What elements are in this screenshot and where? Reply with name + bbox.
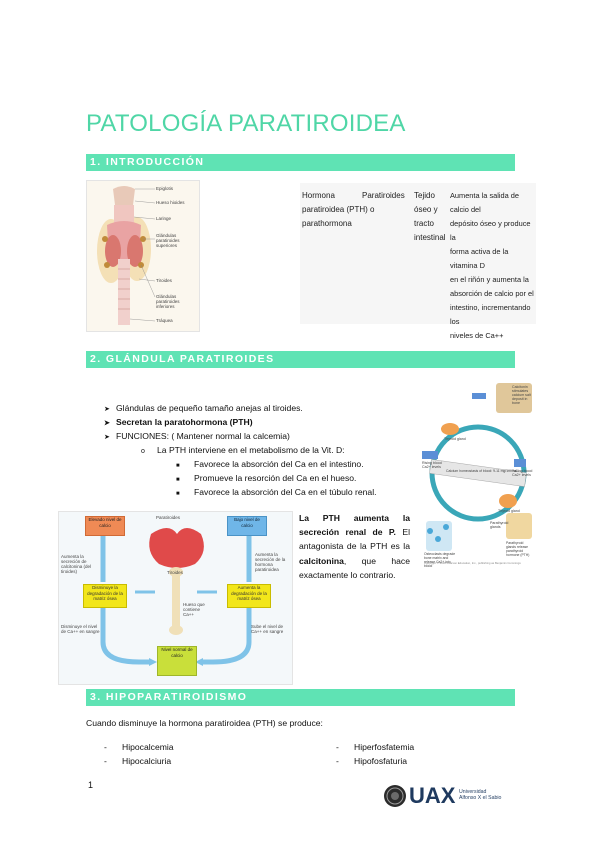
box-disminuye-degradacion: Disminuye la degradación de la matriz ós…: [83, 584, 127, 608]
square-bullet-icon: ■: [176, 477, 180, 483]
uax-logo-sub2: Alfonso X el Sabio: [459, 795, 502, 801]
box-nivel-normal: Nivel normal de calcio: [157, 646, 197, 676]
pth-antagonist-paragraph: La PTH aumenta la secreción renal de P. …: [299, 513, 411, 580]
box-aumenta-degradacion: Aumenta la degradación de la matriz ósea: [227, 584, 271, 608]
anatomy-figure: Epiglotis Hueso hioides Laringe Glándula…: [86, 180, 200, 332]
pth-col-hormona: Hormona paratiroidea (PTH) o parathormon…: [302, 191, 375, 228]
label-sube-nivel: Sube el nivel de Ca++ en sangre: [251, 624, 284, 634]
label-parathyroid: Parathyroid glands: [490, 521, 509, 529]
calcium-regulation-figure: Elevado nivel de calcio Paratiroides Baj…: [58, 511, 293, 685]
bullet-item-1: ➤Glándulas de pequeño tamaño anejas al t…: [104, 402, 303, 417]
subsub-bullet-1: ■Favorece la absorción del Ca en el inte…: [176, 458, 364, 474]
label-tiroides-flow: Tiroides: [167, 570, 183, 575]
section-header-introduccion: 1. INTRODUCCIÓN: [86, 154, 515, 171]
label-glandulas-superiores: Glándulas paratiroides superiores: [156, 233, 180, 248]
label-osteoclasts: Osteoclasts degrade bone matrix and rele…: [424, 552, 456, 568]
page-title: PATOLOGÍA PARATIROIDEA: [86, 110, 406, 137]
subsub-bullet-2: ■Promueve la resorción del Ca en el hues…: [176, 472, 356, 488]
pth-col-accion: Aumenta la salida de calcio del depósito…: [450, 191, 534, 340]
arrow-bullet-icon: ➤: [104, 420, 110, 427]
uax-logo-sub1: Universidad: [459, 789, 487, 795]
uax-logo-text: UAX: [409, 783, 456, 808]
circle-bullet-icon: o: [141, 448, 145, 455]
page-number: 1: [88, 780, 94, 790]
label-homeostasis: Calcium homeostasis of blood: 9-11 mg/10…: [446, 469, 517, 473]
square-bullet-icon: ■: [176, 463, 180, 469]
label-pth-release: Parathyroid glands release parathyroid h…: [506, 541, 530, 557]
label-hueso-hioides: Hueso hioides: [156, 200, 185, 205]
hipo-item-hiperfosfatemia: -Hiperfosfatemia: [336, 742, 415, 752]
box-elevado-calcio: Elevado nivel de calcio: [85, 516, 125, 536]
flow-arrows: [100, 528, 252, 666]
label-disminuye-nivel: Disminuye el nivel de Ca++ en sangre: [61, 624, 100, 634]
calcium-cycle-figure: Calcitonin stimulates calcium salt depos…: [420, 381, 536, 568]
hipo-item-hipocalcemia: -Hipocalcemia: [104, 742, 174, 752]
box-bajo-calcio: Bajo nivel de calcio: [227, 516, 267, 536]
subsub-bullet-3: ■Favorece la absorción del Ca en el túbu…: [176, 486, 377, 502]
bullet-item-3: ➤FUNCIONES: ( Mantener normal la calcemi…: [104, 430, 290, 445]
arrow-bullet-icon: ➤: [104, 406, 110, 413]
label-rising-levels: Rising blood Ca2+ levels: [422, 461, 442, 469]
label-aumenta-pth: Aumenta la secreción de la hormona parat…: [255, 552, 286, 572]
label-tiroides: Tiroides: [156, 278, 172, 283]
calcium-cycle-diagram: [422, 383, 532, 551]
section-header-glandula: 2. GLÁNDULA PARATIROIDES: [86, 351, 515, 368]
square-bullet-icon: ■: [176, 491, 180, 497]
uax-logo: UAX Universidad Alfonso X el Sabio: [383, 784, 508, 808]
label-traquea: Tráquea: [156, 318, 173, 323]
hipo-item-hipocalciuria: -Hipocalciuria: [104, 756, 172, 766]
label-hueso-calcio: Hueso que contiene Ca++: [183, 602, 205, 617]
label-epiglotis: Epiglotis: [156, 186, 174, 191]
label-thyroid-gland-2: Thyroid gland: [498, 509, 520, 513]
pth-col-origen: Paratiroides: [362, 191, 405, 200]
label-falling-levels: Falling blood Ca2+ levels: [512, 469, 533, 477]
pth-col-diana: Tejido óseo y tracto intestinal: [414, 191, 446, 242]
section-header-hipoparatiroidismo: 3. HIPOPARATIROIDISMO: [86, 689, 515, 706]
bullet-item-2: ➤Secretan la paratohormona (PTH): [104, 416, 253, 431]
arrow-bullet-icon: ➤: [104, 434, 110, 441]
hipo-item-hipofosfaturia: -Hipofosfaturia: [336, 756, 408, 766]
thyroid-anatomy-illustration: [87, 181, 199, 331]
label-paratiroides: Paratiroides: [156, 515, 181, 520]
label-aumenta-calcitonina: Aumenta la secreción de calcitonina (del…: [61, 554, 92, 574]
uax-seal-icon: [384, 785, 406, 807]
label-glandulas-inferiores: Glándulas paratiroides inferiores: [156, 294, 180, 309]
pth-table-figure: Hormona paratiroidea (PTH) o parathormon…: [300, 183, 536, 340]
label-copyright: Copyright © 2006 Pearson Education, Inc.…: [424, 561, 521, 565]
label-calcitonin: Calcitonin stimulates calcium salt depos…: [512, 385, 531, 405]
label-laringe: Laringe: [156, 216, 172, 221]
label-thyroid-gland: Thyroid gland: [444, 437, 466, 441]
hipo-intro-text: Cuando disminuye la hormona paratiroidea…: [86, 718, 323, 728]
